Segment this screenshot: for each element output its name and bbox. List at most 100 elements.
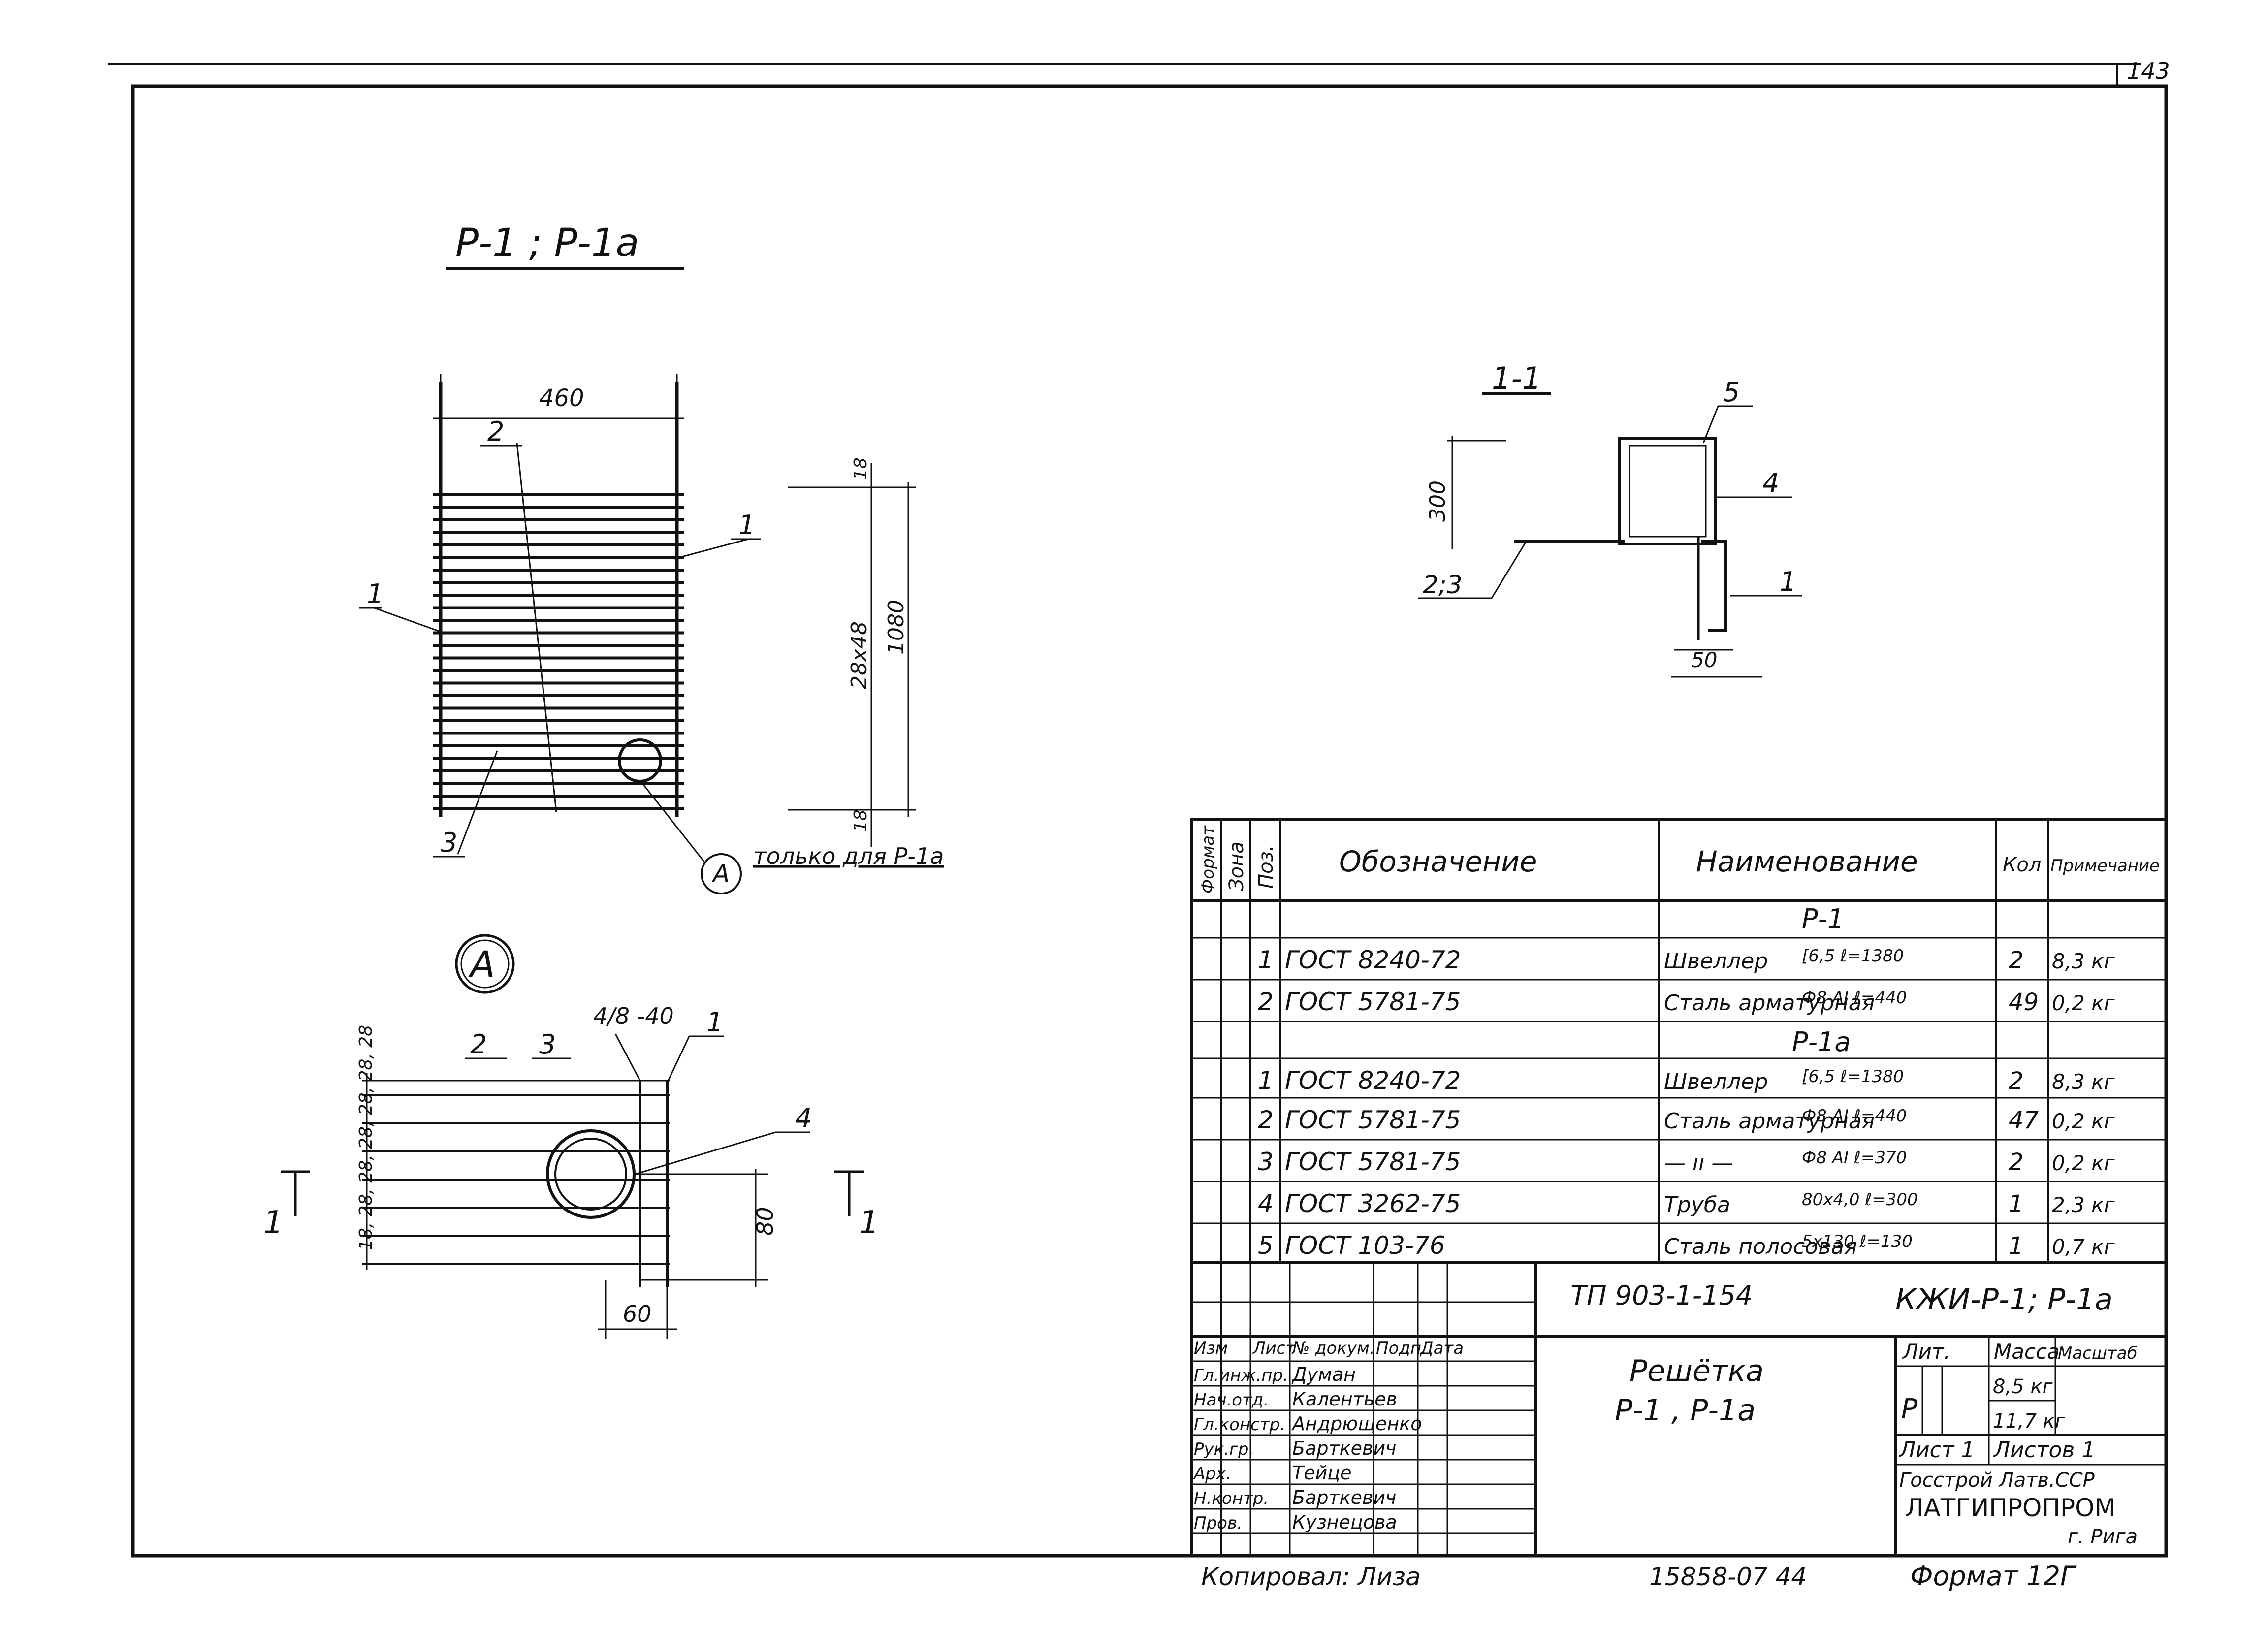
mass-2: 11,7 кг — [1993, 1410, 2066, 1433]
sec-callout-23: 2;3 — [1423, 571, 1462, 599]
grating-plan: 460 28х48 1080 18 18 2 1 1 3 А только дл… — [359, 374, 944, 894]
detail-a-marker: А — [468, 944, 495, 986]
detail-callout-4: 4 — [795, 1103, 812, 1134]
doc-code: ТП 903-1-154 — [1570, 1280, 1753, 1311]
spec-name: Труба — [1664, 1192, 1730, 1217]
hdr-qty: Кол — [2003, 854, 2041, 876]
spec-size: 80х4,0 ℓ=300 — [1802, 1190, 1918, 1210]
spec-size: [6,5 ℓ=1380 — [1802, 946, 1904, 966]
spec-note: 0,7 кг — [2052, 1235, 2115, 1259]
group-p1: Р-1 — [1802, 903, 1844, 934]
edge-top-dimension: 18 — [851, 457, 871, 480]
org-line-2: ЛАТГИПРОПРОМ — [1905, 1494, 2116, 1522]
hdr-pos: Поз. — [1255, 845, 1278, 889]
specification-table: Формат Зона Поз. Обозначение Наименовани… — [1190, 818, 2168, 1556]
stamp-col-header: Изм — [1194, 1339, 1228, 1358]
spec-qty: 2 — [2009, 1149, 2024, 1176]
spec-designation: ГОСТ 5781-75 — [1285, 1148, 1461, 1176]
rib-dimensions: 18, 28, 28, 28, 28, 28, 28 — [356, 1025, 376, 1250]
dim-50: 50 — [1691, 648, 1717, 672]
mass-header: Масса — [1994, 1340, 2060, 1364]
drawing-title: Р-1 ; Р-1а — [455, 221, 639, 265]
spec-note: 0,2 кг — [2052, 991, 2115, 1015]
group-p1a: Р-1а — [1792, 1026, 1851, 1057]
stamp-col-header: Дата — [1419, 1339, 1464, 1358]
section-mark-right: 1 — [859, 1205, 879, 1241]
spec-designation: ГОСТ 103-76 — [1285, 1231, 1445, 1260]
spec-qty: 47 — [2009, 1107, 2039, 1134]
sec-callout-4: 4 — [1762, 468, 1779, 499]
spec-pos: 3 — [1258, 1148, 1274, 1176]
spec-name: Швеллер — [1664, 1069, 1768, 1094]
width-dimension: 460 — [539, 384, 584, 412]
callout-1-left: 1 — [367, 578, 383, 609]
detail-pipe — [546, 1129, 636, 1219]
spec-size: Ф8 АI ℓ=370 — [1802, 1148, 1907, 1168]
spec-pos: 5 — [1258, 1231, 1274, 1260]
mass-1: 8,5 кг — [1993, 1375, 2053, 1398]
spec-qty: 2 — [2009, 947, 2024, 974]
spec-pos: 1 — [1258, 1066, 1274, 1095]
stamp-person: Барткевич — [1292, 1437, 1397, 1459]
weld-symbol: 4/8 -40 — [593, 1003, 674, 1029]
product-title: Решётка — [1629, 1354, 1764, 1388]
hdr-designation: Обозначение — [1339, 845, 1537, 878]
page-number: 143 — [2127, 58, 2170, 84]
spec-qty: 1 — [2009, 1232, 2024, 1260]
copied-by: Копировал: Лиза — [1201, 1563, 1421, 1591]
sheet-no: Лист 1 — [1898, 1437, 1975, 1463]
dim-300: 300 — [1425, 480, 1450, 522]
grating-bars — [433, 493, 684, 810]
spec-qty: 2 — [2009, 1067, 2024, 1095]
stamp-person: Калентьев — [1292, 1388, 1397, 1410]
edge-bottom-dimension: 18 — [851, 809, 871, 832]
stamp-col-header: № докум. — [1291, 1339, 1375, 1358]
detail-callout-3: 3 — [539, 1029, 556, 1060]
spec-designation: ГОСТ 3262-75 — [1285, 1189, 1461, 1218]
lit-value: Р — [1901, 1393, 1917, 1424]
stamp-person: Кузнецова — [1292, 1511, 1397, 1533]
hdr-note: Примечание — [2050, 856, 2160, 876]
paper-format: Формат 12Г — [1910, 1561, 2077, 1592]
spec-name: Сталь арматурная — [1664, 990, 1875, 1016]
footer: Копировал: Лиза 15858-07 44 Формат 12Г — [1201, 1561, 2077, 1592]
hdr-format: Формат — [1198, 825, 1218, 894]
spec-note: 0,2 кг — [2052, 1109, 2115, 1133]
detail-a: А 18, 28, 28, 28, 28, 28, 28 2 3 4/8 -40… — [263, 934, 879, 1339]
stamp-person: Андрющенко — [1291, 1413, 1422, 1435]
stamp-person: Тейце — [1292, 1462, 1352, 1484]
spec-size: Ф8 АI ℓ=440 — [1802, 988, 1907, 1008]
product-subtitle: Р-1 , Р-1а — [1615, 1393, 1756, 1428]
detail-callout-1: 1 — [706, 1007, 723, 1038]
pitch-dimension: 28х48 — [847, 621, 872, 689]
callout-2: 2 — [487, 416, 504, 447]
node-note: только для Р-1а — [753, 843, 944, 869]
spec-pos: 2 — [1258, 1106, 1274, 1134]
spec-size: Ф8 АI ℓ=440 — [1802, 1106, 1907, 1126]
stamp-person: Барткевич — [1292, 1487, 1397, 1508]
stamp-col-header: Лист — [1252, 1339, 1296, 1358]
node-marker: А — [711, 860, 730, 888]
spec-name: Сталь полосовая — [1664, 1234, 1857, 1259]
stamp-role: Гл.инж.пр. — [1194, 1366, 1288, 1385]
sec-callout-1: 1 — [1780, 566, 1796, 597]
org-line-3: г. Рига — [2068, 1526, 2138, 1548]
length-dimension: 1080 — [884, 600, 909, 655]
spec-qty: 49 — [2009, 989, 2039, 1016]
spec-name: Сталь арматурная — [1664, 1109, 1875, 1134]
section-title: 1-1 — [1492, 360, 1541, 396]
sec-callout-5: 5 — [1723, 377, 1740, 408]
spec-size: 5х130 ℓ=130 — [1802, 1232, 1913, 1251]
dim-60: 60 — [623, 1301, 652, 1327]
sheet-frame: 1 4 3 — [108, 58, 2170, 1558]
section-mark-left: 1 — [263, 1205, 284, 1241]
stamp-role: Пров. — [1194, 1513, 1243, 1533]
spec-designation: ГОСТ 5781-75 — [1285, 1106, 1461, 1134]
spec-pos: 2 — [1258, 988, 1274, 1016]
spec-designation: ГОСТ 8240-72 — [1285, 946, 1461, 974]
stamp-role: Нач.отд. — [1194, 1390, 1269, 1410]
callout-1-right: 1 — [738, 510, 755, 541]
